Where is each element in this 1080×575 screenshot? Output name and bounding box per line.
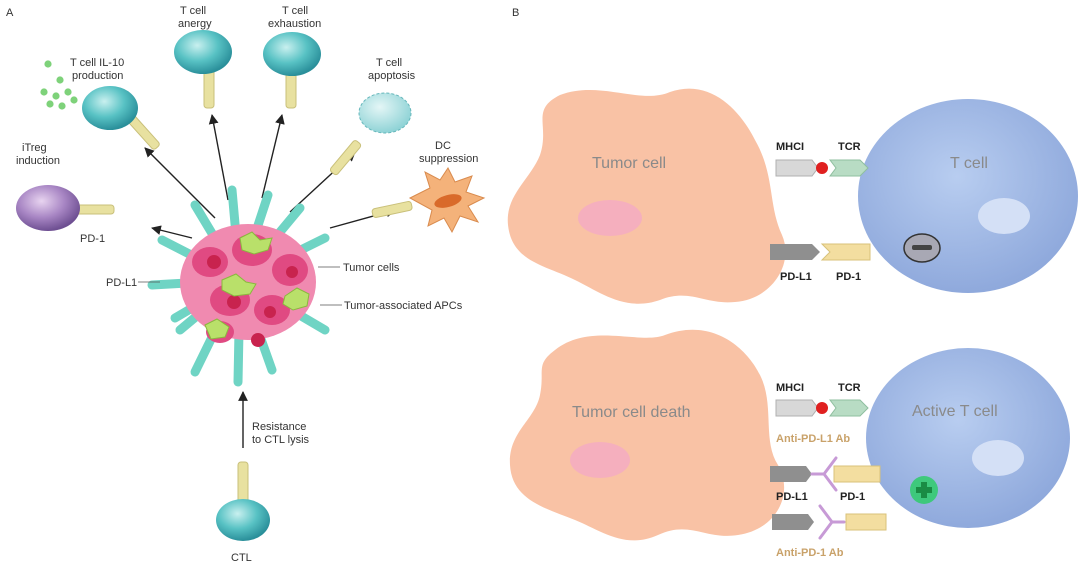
label-itreg-line2: induction [16,155,60,167]
active-tcell-shape [866,348,1070,528]
label-resistance-line1: Resistance [252,421,306,433]
tumor-nucleus [578,200,642,236]
tcell-apoptosis [329,92,412,176]
label-pdl1-a: PD-L1 [106,277,137,289]
panel-a: A [6,5,486,564]
arrow-to-il10 [144,147,216,219]
label-tcr-bottom: TCR [838,382,861,394]
label-tcell: T cell [950,155,988,172]
dying-tumor-cell-shape [509,329,785,541]
tcell-il10 [82,86,160,150]
label-mhci-bottom: MHCI [776,382,804,394]
label-itreg-line1: iTreg [22,142,47,154]
pdl1-receptor-bottom-lower [772,514,814,530]
label-tumor-cells: Tumor cells [343,262,400,274]
panel-b: B Tumor cell T cell MHCI TCR PD-L1 PD-1 [507,7,1078,559]
tcr-receptor [829,159,869,177]
arrow-to-exhaustion [261,114,285,199]
antigen-peptide-bottom [816,402,828,414]
pd1-receptor [820,243,871,261]
itreg-cell [16,185,115,231]
ctl-cell [216,461,270,541]
panel-b-top: Tumor cell T cell MHCI TCR PD-L1 PD-1 [507,88,1078,304]
label-il10-line2: production [72,70,123,82]
panel-a-arrows [144,114,396,448]
panel-a-letter: A [6,7,14,19]
arrow-to-anergy [208,114,229,201]
label-exhaustion-line1: T cell [282,5,308,17]
panel-b-letter: B [512,7,519,19]
plus-sign-v [921,482,927,498]
label-pd1-a: PD-1 [80,233,105,245]
dc-cell [371,167,486,234]
label-mhci-top: MHCI [776,141,804,153]
tcr-receptor-bottom [829,399,869,417]
label-active-tcell: Active T cell [912,403,998,420]
anti-pdl1-antibody [810,456,838,492]
arrow-to-itreg [151,225,193,239]
panel-b-bottom: Tumor cell death Active T cell MHCI TCR … [509,329,1070,559]
tumor-cell-shape [507,88,786,304]
label-il10-line1: T cell IL-10 [70,57,124,69]
label-resistance-line2: to CTL lysis [252,434,310,446]
label-pdl1-bottom: PD-L1 [776,491,808,503]
label-dc-line1: DC [435,140,451,152]
label-anergy-line1: T cell [180,5,206,17]
antigen-peptide [816,162,828,174]
tcell-exhaustion [263,32,321,109]
label-apoptosis-line1: T cell [376,57,402,69]
tcell-anergy [174,30,232,109]
tumor-cluster [147,185,330,387]
il10-dots [40,60,78,110]
mhci-receptor [775,159,819,177]
label-pd1-top: PD-1 [836,271,861,283]
minus-sign [912,245,932,250]
tcell-shape [858,99,1078,293]
label-anti-pd1-ab: Anti-PD-1 Ab [776,547,844,559]
label-tumor-apcs: Tumor-associated APCs [344,300,463,312]
label-tumor-cell: Tumor cell [592,155,666,172]
label-tumor-cell-death: Tumor cell death [572,404,691,421]
label-pdl1-top: PD-L1 [780,271,812,283]
anti-pd1-antibody [818,504,846,540]
mhci-receptor-bottom [775,399,819,417]
label-dc-line2: suppression [419,153,478,165]
pd1-receptor-bottom-upper [833,465,881,483]
tumor-associated-apcs [204,231,310,340]
label-pd1-bottom: PD-1 [840,491,865,503]
pd1-receptor-bottom-lower [845,513,887,531]
pdl1-receptor [770,244,820,260]
label-anti-pdl1-ab: Anti-PD-L1 Ab [776,433,850,445]
label-exhaustion-line2: exhaustion [268,18,321,30]
label-anergy-line2: anergy [178,18,212,30]
active-tcell-nucleus [972,440,1024,476]
dying-tumor-nucleus [570,442,630,478]
tcell-nucleus [978,198,1030,234]
label-tcr-top: TCR [838,141,861,153]
label-ctl: CTL [231,552,252,564]
label-apoptosis-line2: apoptosis [368,70,416,82]
pdl1-receptor-bottom [770,466,812,482]
